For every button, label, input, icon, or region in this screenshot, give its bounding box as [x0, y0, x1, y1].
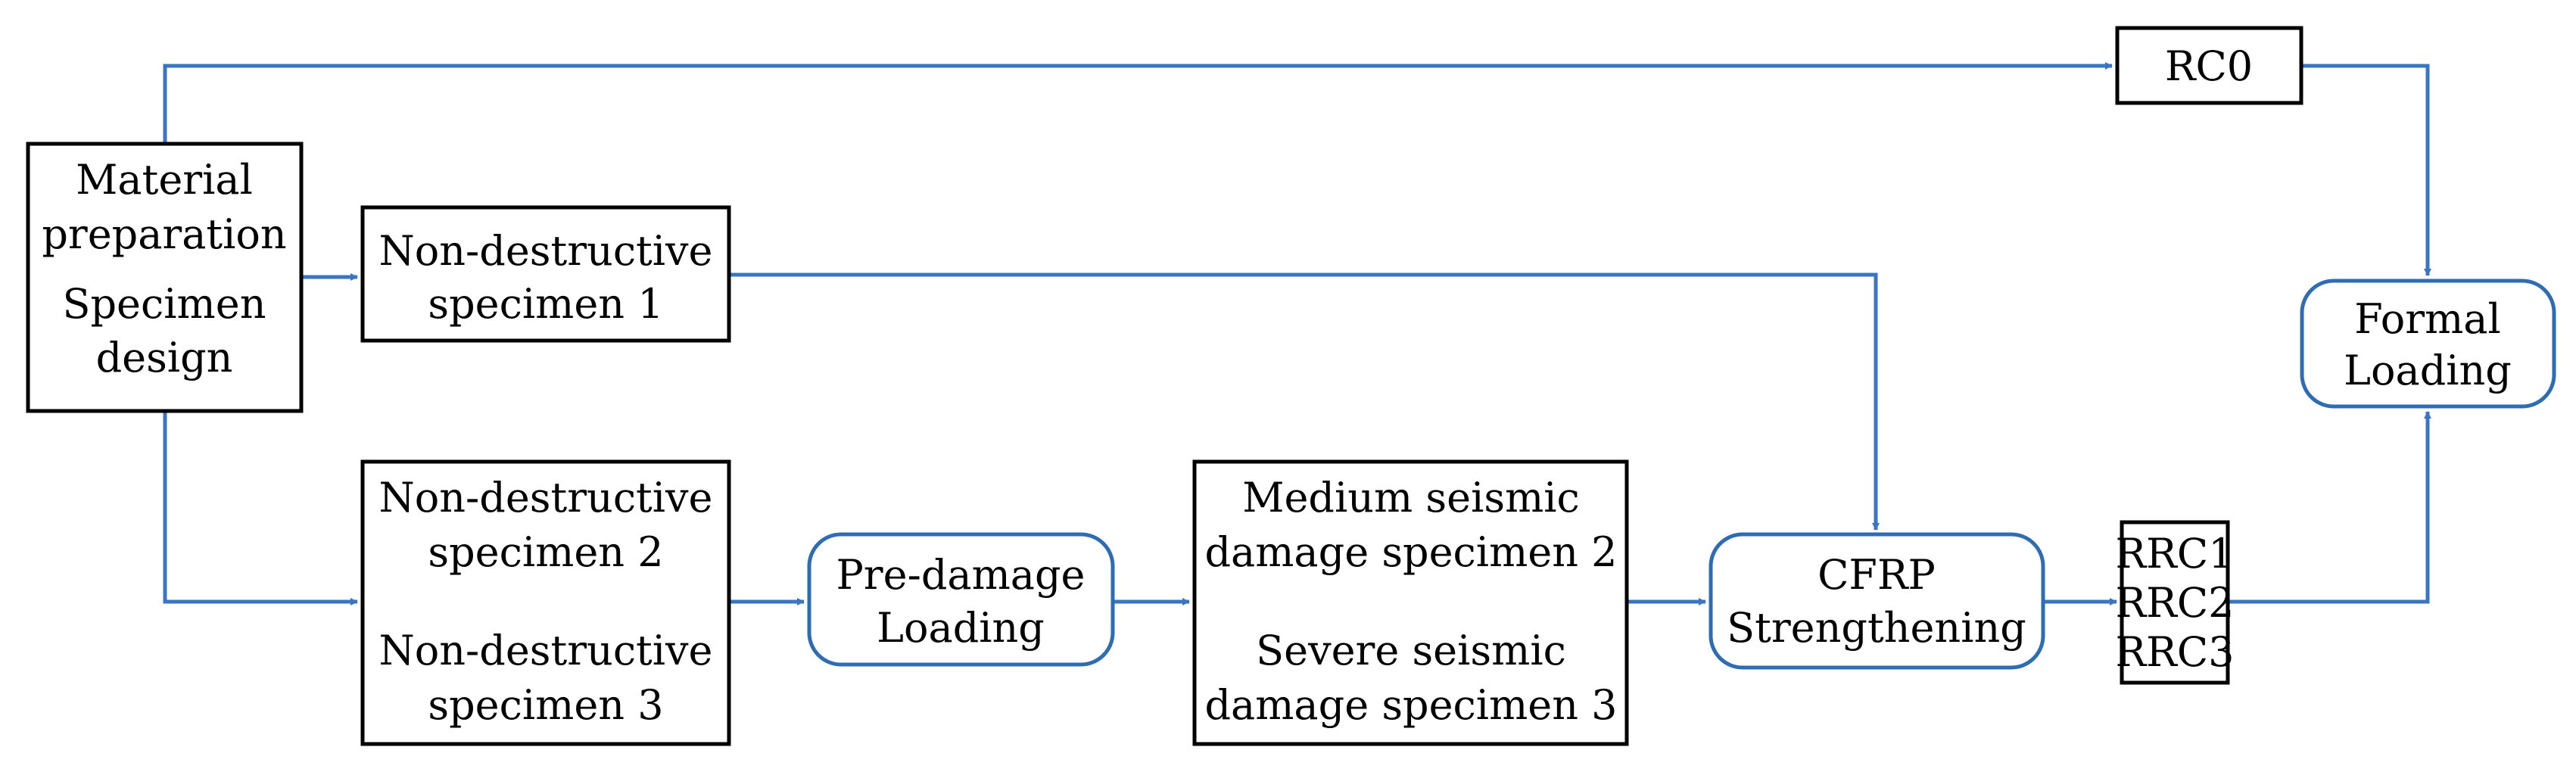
cfrp-line1: CFRP: [1818, 551, 1936, 599]
rrc-line3: RRC3: [2116, 628, 2235, 676]
edge-rrc-to-formal: [2228, 411, 2431, 604]
rrc-line2: RRC2: [2116, 579, 2235, 627]
damaged-line2: damage specimen 2: [1204, 528, 1617, 576]
node-seismic-damage-specimens: Medium seismic damage specimen 2 Severe …: [1192, 459, 1629, 746]
damaged-line4: damage specimen 3: [1204, 681, 1617, 729]
node-material-preparation: Material preparation Specimen design: [26, 142, 304, 413]
damaged-line1: Medium seismic: [1242, 474, 1580, 521]
node-formal-loading: Formal Loading: [2300, 279, 2556, 409]
formal-line2: Loading: [2344, 347, 2512, 394]
formal-line1: Formal: [2354, 295, 2501, 343]
rrc-line1: RRC1: [2116, 530, 2235, 577]
predamage-line1: Pre-damage: [836, 551, 1085, 599]
node-cfrp-strengthening: CFRP Strengthening: [1709, 532, 2045, 670]
nd23-line4: specimen 3: [428, 681, 663, 729]
cfrp-line2: Strengthening: [1727, 604, 2026, 652]
node-rrc: RRC1 RRC2 RRC3: [2116, 520, 2235, 685]
edge-material-to-nd23: [163, 411, 358, 605]
material-line1: Material: [76, 156, 253, 204]
node-rc0: RC0: [2115, 26, 2303, 105]
nd1-line1: Non-destructive: [379, 227, 713, 275]
damaged-line3: Severe seismic: [1256, 627, 1566, 674]
nd23-line2: specimen 2: [428, 528, 663, 576]
edges: [163, 62, 2431, 605]
material-line4: design: [96, 334, 233, 381]
material-line3: Specimen: [63, 280, 266, 328]
rc0-line1: RC0: [2165, 42, 2253, 90]
predamage-line2: Loading: [877, 604, 1045, 652]
nd1-line2: specimen 1: [428, 280, 663, 328]
edge-nd1-to-cfrp: [729, 272, 1880, 531]
node-non-destructive-specimens-2-3: Non-destructive specimen 2 Non-destructi…: [360, 459, 731, 746]
edge-rc0-to-formal: [2301, 64, 2431, 276]
edge-material-to-rc0: [163, 62, 2113, 144]
nd23-line1: Non-destructive: [379, 474, 713, 521]
node-pre-damage-loading: Pre-damage Loading: [807, 532, 1115, 667]
nd23-line3: Non-destructive: [379, 627, 713, 674]
node-non-destructive-specimen-1: Non-destructive specimen 1: [360, 205, 731, 343]
material-line2: preparation: [42, 210, 286, 258]
